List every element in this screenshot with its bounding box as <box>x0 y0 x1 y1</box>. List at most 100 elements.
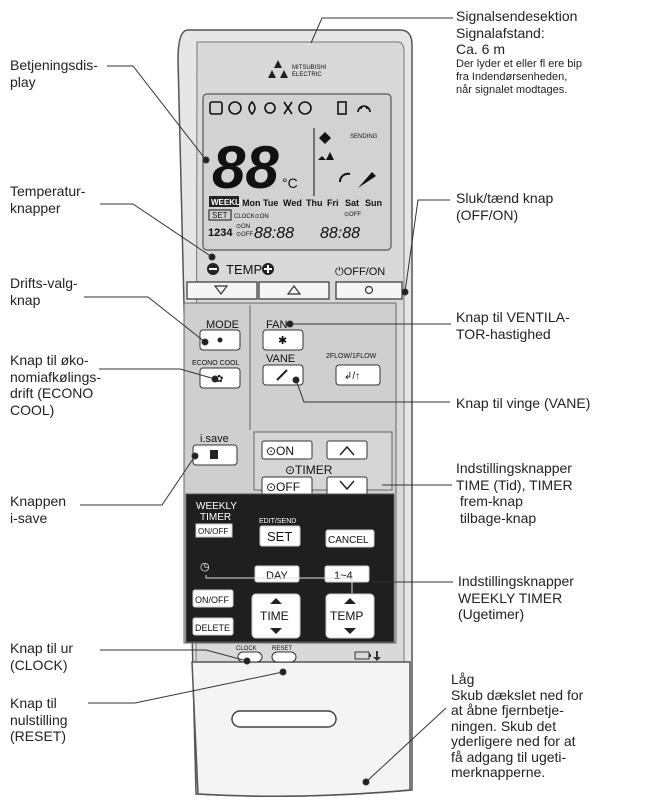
lcd-weekly: WEEKLY <box>211 198 245 207</box>
svg-text:↲/↑: ↲/↑ <box>344 371 360 382</box>
callout-weekly-line-1: Indstillingsknapper <box>458 573 574 589</box>
timer-label: ⊙TIMER <box>285 463 333 477</box>
callout-offon: Sluk/tænd knap (OFF/ON) <box>456 190 553 223</box>
reset-button[interactable] <box>271 651 297 663</box>
timer-up-button[interactable] <box>326 440 368 460</box>
callout-display: Betjeningsdis- play <box>10 57 98 90</box>
svg-text:ON/OFF: ON/OFF <box>198 527 228 536</box>
temp-weekly-button[interactable]: TEMP <box>325 593 375 639</box>
callout-isave-line-2: i-save <box>10 509 48 526</box>
callout-offon-line-1: Sluk/tænd knap <box>456 190 554 206</box>
lcd-off: ⊙OFF <box>344 212 361 218</box>
weekly-timer-label-2: TIMER <box>200 512 231 523</box>
callout-lid-line-6: få adgang til ugeti- <box>451 748 567 765</box>
callout-signal-line-1: Signalsendesektion <box>456 8 578 24</box>
brand-line-1: MITSUBISHI <box>292 65 327 71</box>
onoff-button[interactable]: ON/OFF <box>192 589 234 608</box>
svg-text:⊙OFF: ⊙OFF <box>266 480 300 494</box>
callout-econo-line-2: nomiafkølings- <box>10 368 102 385</box>
svg-text:Wed: Wed <box>283 198 302 208</box>
temp-up-button[interactable] <box>258 281 330 300</box>
callout-lid-line-1: Låg <box>451 671 475 687</box>
leader-lines <box>80 17 453 786</box>
callout-reset: Knap til nulstilling (RESET) <box>10 695 68 745</box>
callout-clock: Knap til ur (CLOCK) <box>10 640 73 673</box>
econo-cool-button[interactable]: ✿ <box>199 367 241 389</box>
cancel-button[interactable]: CANCEL <box>325 529 375 548</box>
lcd-mode-icons <box>209 100 371 116</box>
svg-text:Thu: Thu <box>306 198 323 208</box>
range-button[interactable]: 1~4 <box>324 565 370 583</box>
delete-button[interactable]: DELETE <box>192 617 234 636</box>
callout-temp: Temperatur- knapper <box>10 183 85 216</box>
lcd-off-small: ⊙OFF <box>236 232 253 238</box>
econo-label: ECONO COOL <box>192 360 240 367</box>
time-button[interactable]: TIME <box>251 593 301 639</box>
vane-label: VANE <box>266 353 295 365</box>
lcd-clock-on: CLOCK⊙ON <box>234 214 269 220</box>
timer-on-button[interactable]: ⊙ON <box>261 440 313 460</box>
timer-down-button[interactable] <box>326 476 368 496</box>
set-button[interactable]: SET <box>259 525 301 547</box>
callout-signal: Signalsendesektion Signalafstand: Ca. 6 … <box>456 8 582 97</box>
callout-display-line-2: play <box>10 73 36 90</box>
callout-econo-line-1: Knap til øko- <box>10 352 89 368</box>
flow-button[interactable]: ↲/↑ <box>335 364 381 386</box>
lcd-sending: SENDING <box>350 134 378 140</box>
mode-button[interactable] <box>199 329 241 351</box>
lcd-digits: 88 <box>212 134 279 201</box>
lcd-time-2: 88:88 <box>320 225 360 242</box>
callout-lid-line-4: ningen. Skub det <box>451 717 557 734</box>
fan-button[interactable]: ✱ <box>262 329 304 351</box>
weekly-onoff-button[interactable]: ON/OFF <box>195 523 233 538</box>
svg-text:DAY: DAY <box>266 570 288 582</box>
svg-text:⊙ON: ⊙ON <box>266 444 294 458</box>
callout-isave: Knappen i-save <box>10 493 66 526</box>
weekly-timer-label-1: WEEKLY <box>196 501 237 512</box>
remote-lid <box>191 661 411 797</box>
callout-clock-line-1: Knap til ur <box>10 640 74 656</box>
svg-text:Fri: Fri <box>327 198 339 208</box>
callout-signal-line-2: Signalafstand: <box>456 24 545 41</box>
callout-vane: Knap til vinge (VANE) <box>456 395 590 412</box>
svg-text:Sat: Sat <box>345 198 359 208</box>
callout-weekly-line-2: WEEKLY TIMER <box>458 589 563 606</box>
svg-text:Sun: Sun <box>365 198 382 208</box>
svg-text:✱: ✱ <box>278 335 287 347</box>
lcd-days: Mon Tue Wed Thu Fri Sat Sun <box>242 198 382 208</box>
callout-timer-line-4: tilbage-knap <box>456 509 537 526</box>
callout-weekly: Indstillingsknapper WEEKLY TIMER (Ugetim… <box>458 573 574 623</box>
callout-temp-line-2: knapper <box>10 199 61 216</box>
callout-reset-line-2: nulstilling <box>10 711 68 728</box>
day-button[interactable]: DAY <box>254 565 300 583</box>
isave-button[interactable] <box>192 444 238 466</box>
callout-lid-line-5: yderligere ned for at <box>451 733 576 749</box>
callout-econo-line-4: COOL) <box>10 401 55 418</box>
brand-line-2: ELECTRIC <box>292 72 322 78</box>
reset-label: RESET <box>272 646 292 652</box>
callout-econo-line-3: drift (ECONO <box>10 385 94 401</box>
callout-mode-line-1: Drifts-valg- <box>10 275 78 291</box>
svg-text:ON/OFF: ON/OFF <box>195 595 229 605</box>
temp-down-button[interactable] <box>186 281 258 300</box>
isave-label: i.save <box>200 433 229 445</box>
lcd-on-small: ⊙ON <box>236 224 250 230</box>
callout-signal-note-3: når signalet modtages. <box>456 83 568 96</box>
mode-label: MODE <box>206 319 239 331</box>
timer-off-button[interactable]: ⊙OFF <box>261 476 313 496</box>
callout-reset-line-1: Knap til <box>10 695 57 711</box>
callout-lid: Låg Skub dækslet ned for at åbne fjernbe… <box>451 671 584 781</box>
callout-fan: Knap til VENTILA- TOR-hastighed <box>456 309 570 342</box>
callout-reset-line-3: (RESET) <box>10 728 66 744</box>
offon-button[interactable] <box>335 281 403 300</box>
callout-lid-line-3: at åbne fjernbetje- <box>451 702 564 718</box>
svg-text:TEMP: TEMP <box>330 609 363 623</box>
callout-signal-note-1: Der lyder et eller fl ere bip <box>456 57 582 70</box>
lcd-time-1: 88:88 <box>254 225 294 242</box>
callout-lid-line-2: Skub dækslet ned for <box>451 686 584 703</box>
svg-text:1~4: 1~4 <box>334 570 353 582</box>
svg-text:TIME: TIME <box>260 609 289 623</box>
svg-text:SET: SET <box>267 529 292 544</box>
svg-text:Tue: Tue <box>263 198 278 208</box>
